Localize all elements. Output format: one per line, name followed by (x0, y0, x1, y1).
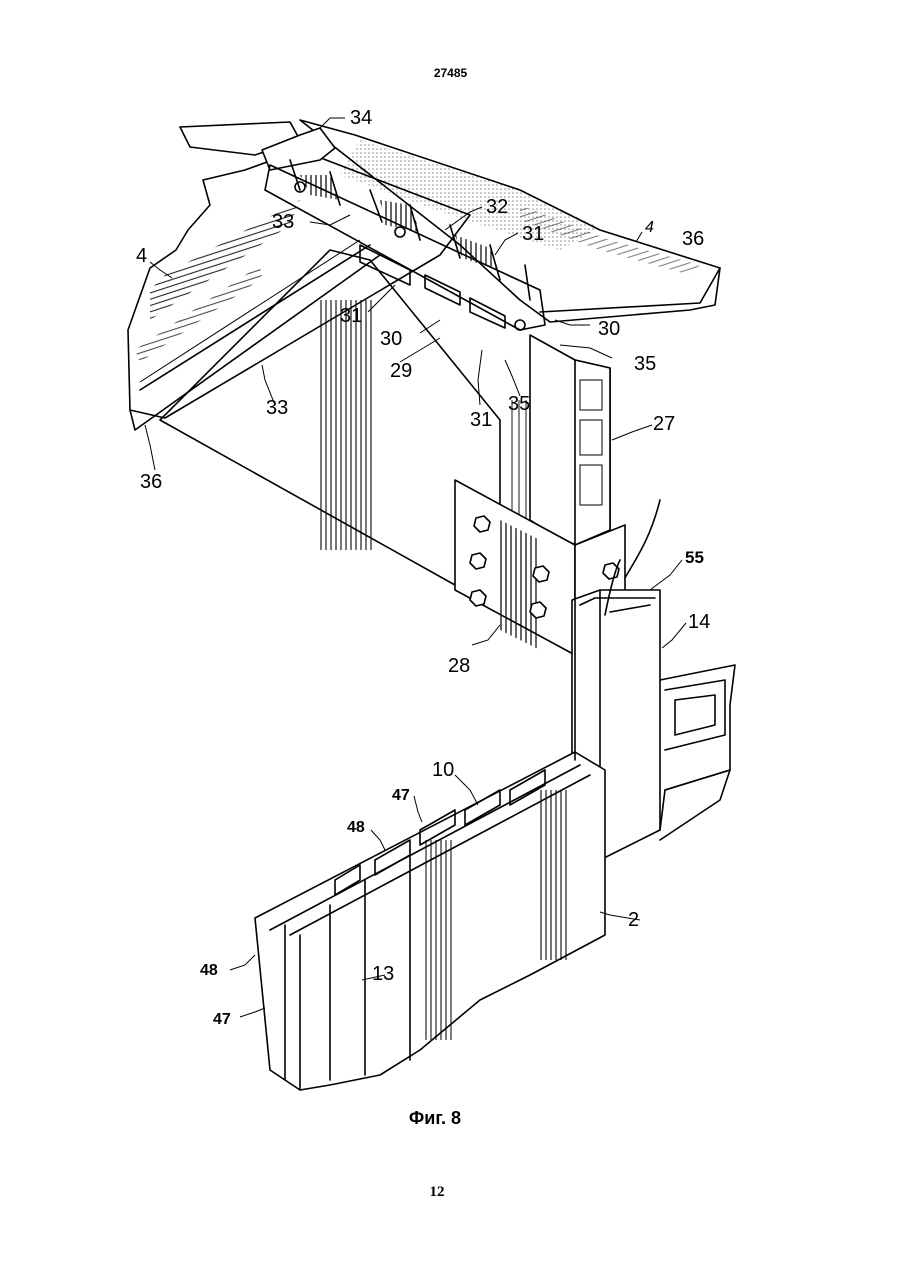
label-31-left: 31 (340, 305, 362, 327)
label-27: 27 (653, 413, 675, 435)
label-33-mid: 33 (266, 397, 288, 419)
label-34: 34 (350, 107, 372, 129)
label-30-right: 30 (598, 318, 620, 340)
background-beam (660, 665, 735, 840)
label-13: 13 (372, 963, 394, 985)
label-2: 2 (628, 909, 639, 931)
figure-caption: Фиг. 8 (0, 1108, 870, 1129)
label-4-left: 4 (136, 245, 147, 267)
label-30-left: 30 (380, 328, 402, 350)
label-48-top: 48 (347, 819, 365, 836)
label-48-left: 48 (200, 962, 218, 979)
label-14: 14 (688, 611, 710, 633)
label-47-top: 47 (392, 787, 410, 804)
label-31-mid: 31 (470, 409, 492, 431)
label-32: 32 (486, 196, 508, 218)
label-47-left: 47 (213, 1011, 231, 1028)
roof-panel-right (300, 120, 720, 322)
label-36-right: 36 (682, 228, 704, 250)
label-4-right: 4 (645, 219, 654, 236)
post-profile-27 (530, 335, 610, 545)
page-number: 12 (0, 1184, 874, 1201)
lower-wall-panel-2 (255, 600, 605, 1090)
label-29: 29 (390, 360, 412, 382)
label-55: 55 (685, 548, 704, 567)
label-31-right: 31 (522, 223, 544, 245)
label-33-top: 33 (272, 211, 294, 233)
label-28: 28 (448, 655, 470, 677)
label-35-right: 35 (634, 353, 656, 375)
label-10: 10 (432, 759, 454, 781)
label-35-mid: 35 (508, 393, 530, 415)
label-36-left: 36 (140, 471, 162, 493)
